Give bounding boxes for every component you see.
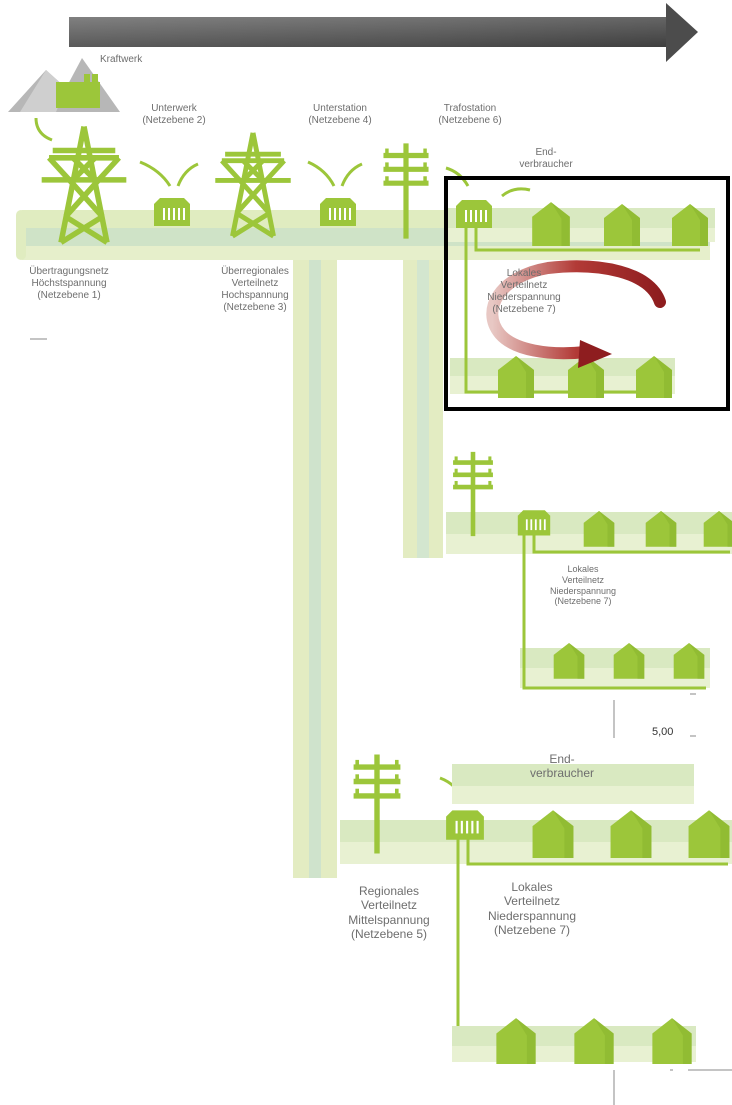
label-line: Lokales xyxy=(511,880,553,894)
label-line: Lokales xyxy=(567,564,599,574)
label-line: Verteilnetz xyxy=(360,898,418,913)
label-line: End- xyxy=(549,752,575,766)
power-plant-label: Kraftwerk xyxy=(100,54,143,65)
power-plant-icon xyxy=(8,58,120,112)
substation-label-2: Unterwerk (Netzebene 2) xyxy=(128,103,220,127)
consumer-label-top: End- verbraucher xyxy=(508,147,584,171)
circular-arrow-icon xyxy=(486,260,666,368)
transmission-grid-label: Übertragungsnetz Höchstspannung (Netzebe… xyxy=(16,266,122,302)
label-line: Verteilnetz xyxy=(503,894,561,909)
label-line: Hochspannung xyxy=(221,290,289,301)
label-line: Niederspannung xyxy=(487,908,577,923)
label-line: (Netzebene 2) xyxy=(142,115,206,126)
label-line: Unterstation xyxy=(313,103,367,114)
axis-fragment xyxy=(613,693,732,1105)
label-line: verbraucher xyxy=(529,766,595,781)
label-line: (Netzebene 7) xyxy=(554,596,612,607)
substation-icon xyxy=(153,197,191,226)
label-line: Überregionales xyxy=(221,266,289,277)
label-line: Verteilnetz xyxy=(500,280,548,291)
house-icon xyxy=(652,1018,692,1064)
house-icon xyxy=(610,810,652,858)
vertical-band-mid xyxy=(403,258,443,558)
label-line: (Netzebene 4) xyxy=(308,115,372,126)
substation-icon xyxy=(516,509,552,536)
axis-value: 5,00 xyxy=(652,726,674,738)
substation-label-4: Unterstation (Netzebene 4) xyxy=(294,103,386,127)
label-line: verbraucher xyxy=(519,159,573,170)
label-line: Verteilnetz xyxy=(561,574,605,585)
local-grid-label-mid: Lokales Verteilnetz Niederspannung (Netz… xyxy=(538,564,628,607)
label-line: End- xyxy=(535,147,557,158)
label-line: (Netzebene 5) xyxy=(350,927,428,942)
label-line: Unterwerk xyxy=(151,103,197,114)
label-line: Lokales xyxy=(506,268,542,279)
label-line: Regionales xyxy=(358,884,420,898)
local-grid-label-top: Lokales Verteilnetz Niederspannung (Netz… xyxy=(474,268,574,316)
house-icon xyxy=(574,1018,614,1064)
label-line: (Netzebene 3) xyxy=(223,302,287,313)
house-icon xyxy=(688,810,730,858)
house-icon xyxy=(496,1018,536,1064)
label-line: Mittelspannung xyxy=(348,912,430,927)
house-icon xyxy=(532,810,574,858)
label-line: Höchstspannung xyxy=(31,278,107,289)
label-line: Niederspannung xyxy=(487,292,561,303)
local-grid-mid xyxy=(446,452,732,690)
label-line: Niederspannung xyxy=(549,585,617,596)
transformer-station-label: Trafostation (Netzebene 6) xyxy=(424,103,516,127)
regional-grid-bottom xyxy=(340,738,732,1064)
substation-icon xyxy=(445,809,485,840)
flow-arrow-icon xyxy=(69,3,698,62)
highlight-box xyxy=(444,176,730,411)
label-line: (Netzebene 7) xyxy=(493,923,571,938)
label-line: Verteilnetz xyxy=(231,278,279,289)
label-line: Trafostation xyxy=(443,103,497,114)
substation-icon xyxy=(455,199,493,228)
consumer-label-bottom: End- verbraucher xyxy=(516,752,608,781)
label-line: (Netzebene 6) xyxy=(438,115,502,126)
vertical-band-left xyxy=(293,258,337,878)
supraregional-grid-label: Überregionales Verteilnetz Hochspannung … xyxy=(210,266,300,314)
label-line: Übertragungsnetz xyxy=(29,266,109,277)
regional-grid-label: Regionales Verteilnetz Mittelspannung (N… xyxy=(334,884,444,942)
label-line: (Netzebene 7) xyxy=(492,304,556,315)
label-line: (Netzebene 1) xyxy=(37,290,101,301)
substation-icon xyxy=(319,197,357,226)
local-grid-label-bottom: Lokales Verteilnetz Niederspannung (Netz… xyxy=(480,880,584,938)
local-grid-top xyxy=(445,199,715,398)
